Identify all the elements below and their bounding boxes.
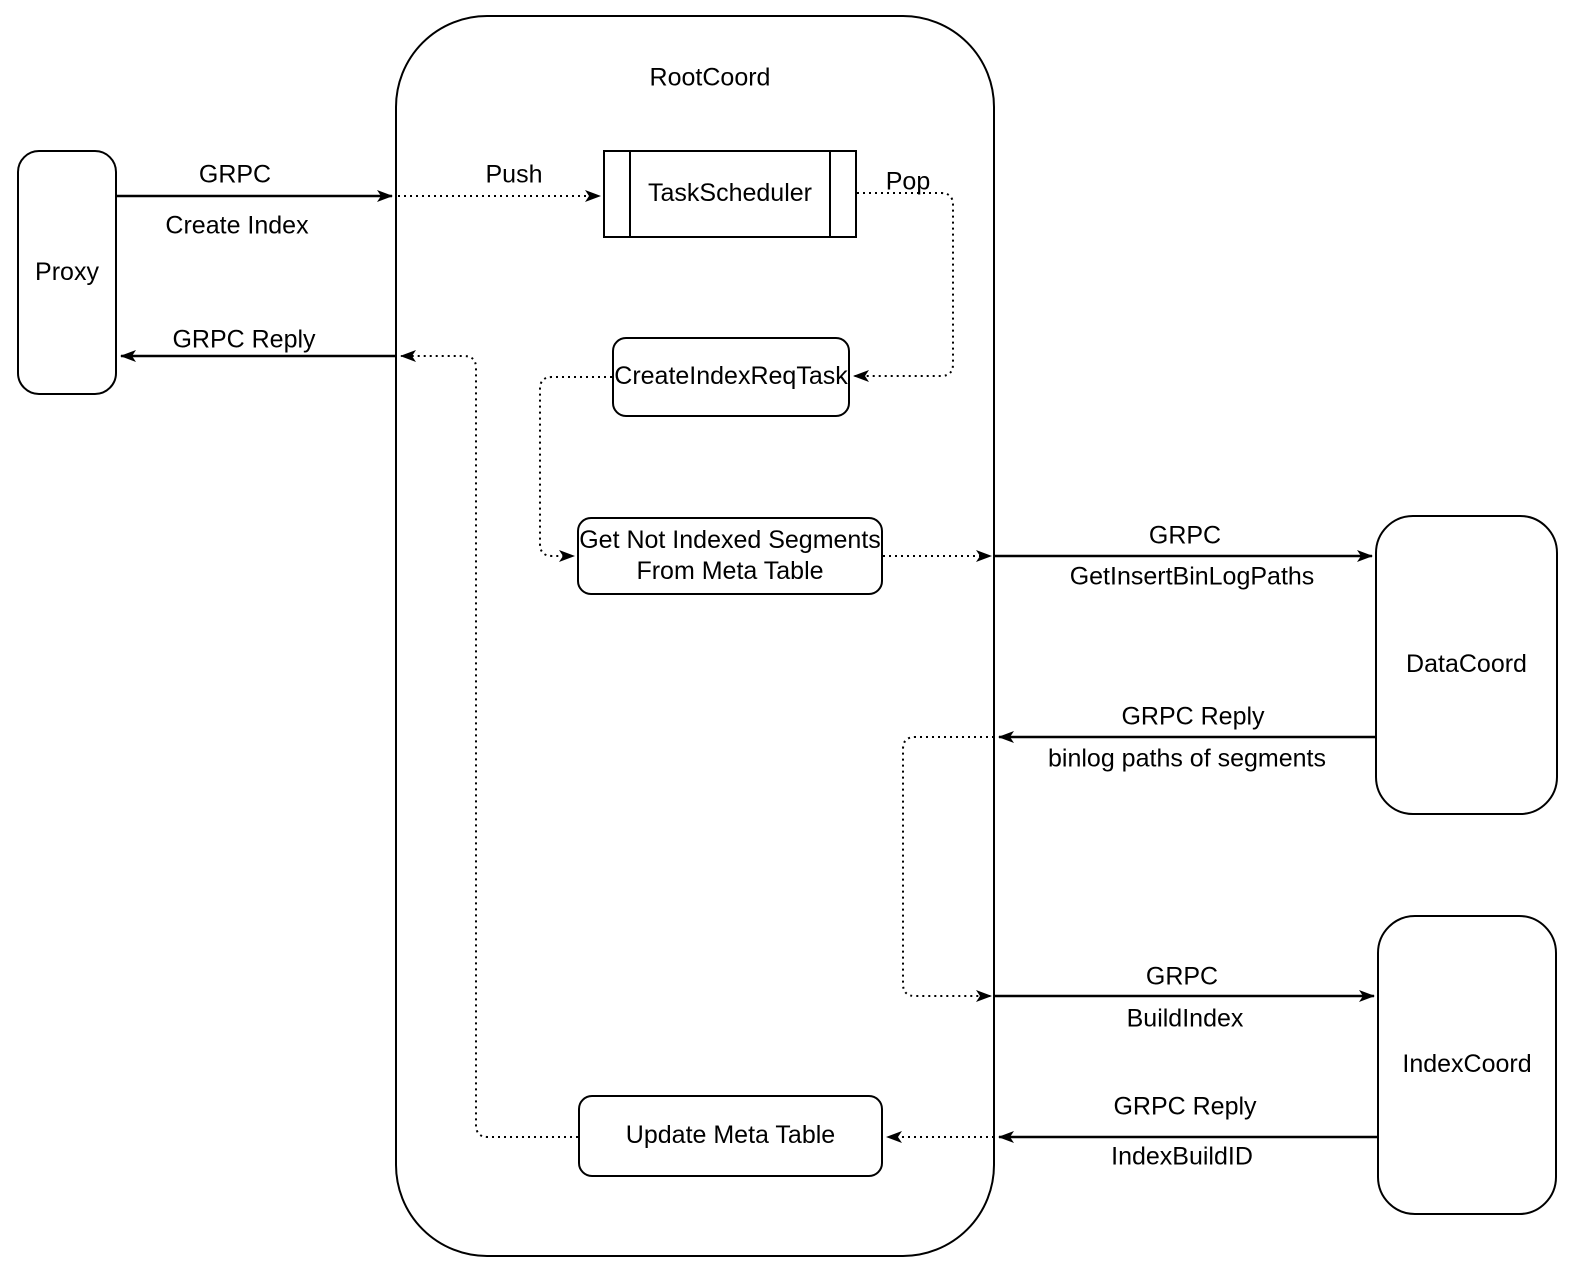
edge-label-grpc-reply-to-proxy: GRPC Reply xyxy=(172,325,316,354)
edge-label-grpc-create-index-line1: GRPC xyxy=(198,160,272,189)
node-update-meta-table: Update Meta Table xyxy=(578,1095,883,1177)
node-get-not-indexed-segments: Get Not Indexed Segments From Meta Table xyxy=(577,517,883,595)
create-index-req-task-label: CreateIndexReqTask xyxy=(614,362,848,391)
proxy-label: Proxy xyxy=(35,257,99,286)
edge-label-buildindex-line2: BuildIndex xyxy=(1126,1004,1244,1033)
node-datacoord: DataCoord xyxy=(1375,515,1558,815)
datacoord-label: DataCoord xyxy=(1406,650,1527,679)
edge-label-reply-binlog-line1: GRPC Reply xyxy=(1121,702,1265,731)
task-scheduler-label: TaskScheduler xyxy=(648,179,812,208)
node-task-scheduler: TaskScheduler xyxy=(603,150,857,238)
edge-updatemeta-to-boundary xyxy=(400,350,578,1138)
rootcoord-title: RootCoord xyxy=(649,63,771,92)
edge-label-getinsertbinlogpaths-line2: GetInsertBinLogPaths xyxy=(1069,562,1315,591)
edge-label-getinsertbinlogpaths-line1: GRPC xyxy=(1148,521,1222,550)
edge-reply-binlog-to-buildindex xyxy=(902,736,994,1002)
queue-left-bar xyxy=(629,152,631,236)
edge-label-push: Push xyxy=(485,160,543,189)
edge-label-buildindex-line1: GRPC xyxy=(1145,962,1219,991)
edge-label-reply-binlog-line2: binlog paths of segments xyxy=(1048,744,1326,773)
edge-label-reply-indexbuildid-line1: GRPC Reply xyxy=(1113,1092,1257,1121)
update-meta-table-label: Update Meta Table xyxy=(625,1121,836,1150)
get-not-indexed-segments-label: Get Not Indexed Segments From Meta Table xyxy=(579,525,881,585)
node-proxy: Proxy xyxy=(17,150,117,395)
node-create-index-req-task: CreateIndexReqTask xyxy=(612,337,850,417)
edge-createreq-to-getnotindexed xyxy=(539,376,612,562)
node-rootcoord xyxy=(395,15,995,1257)
edge-label-reply-indexbuildid-line2: IndexBuildID xyxy=(1111,1142,1253,1171)
edge-label-grpc-create-index-line2: Create Index xyxy=(165,211,309,240)
edge-pop xyxy=(853,192,954,382)
indexcoord-label: IndexCoord xyxy=(1402,1050,1532,1079)
node-indexcoord: IndexCoord xyxy=(1377,915,1557,1215)
queue-right-bar xyxy=(829,152,831,236)
edge-label-pop: Pop xyxy=(885,167,931,196)
